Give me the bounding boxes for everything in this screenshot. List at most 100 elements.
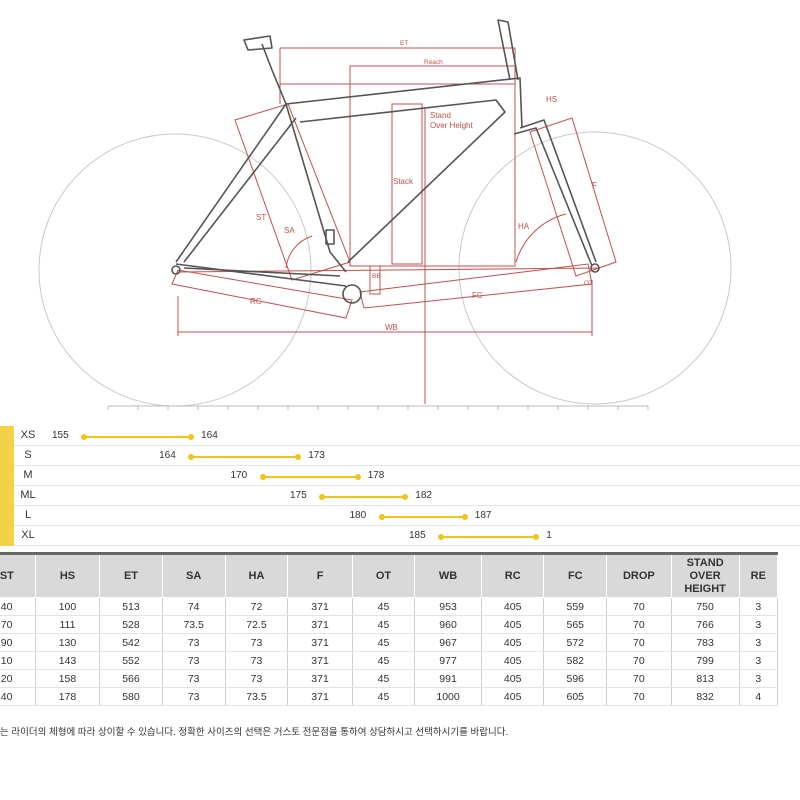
range-endpoint [461, 514, 468, 520]
size-name: L [24, 509, 32, 521]
size-name: XS [20, 429, 36, 441]
range-endpoint [402, 494, 409, 500]
row-divider [14, 525, 800, 526]
ground-scale-ticks [107, 406, 649, 410]
range-endpoint [295, 454, 302, 460]
front-wheel [458, 131, 732, 405]
table-cell: 70 [0, 615, 36, 634]
column-header: HS [34, 553, 101, 598]
table-cell: 371 [287, 651, 353, 670]
table-cell: 832 [671, 687, 740, 706]
table-cell: 70 [606, 633, 672, 652]
table-cell: 73 [162, 651, 226, 670]
column-header: FC [543, 553, 608, 598]
row-divider [14, 545, 800, 546]
table-cell: 405 [481, 687, 545, 706]
table-cell: 73 [162, 687, 226, 706]
height-range-bar [322, 496, 406, 498]
height-min-label: 180 [349, 510, 367, 521]
range-endpoint [259, 474, 266, 480]
table-cell: 3 [739, 669, 779, 688]
table-cell: 566 [99, 669, 163, 688]
height-range-bar [381, 516, 465, 518]
height-max-label: 173 [308, 450, 325, 461]
dimension-labels: ET Reach HS Stand Over Height Stack ST S… [250, 40, 597, 332]
table-cell: 90 [0, 633, 36, 652]
table-cell: 130 [35, 633, 101, 652]
table-cell: 405 [481, 615, 545, 634]
table-cell: 572 [543, 633, 608, 652]
range-endpoint [188, 454, 195, 460]
table-cell: 73.5 [162, 615, 226, 634]
height-min-label: 185 [409, 530, 426, 541]
table-cell: 73 [225, 669, 289, 688]
table-cell: 371 [287, 615, 353, 634]
height-range-bar [262, 476, 358, 478]
height-min-label: 164 [159, 450, 176, 461]
table-cell: 559 [543, 597, 608, 616]
height-max-label: 182 [415, 490, 432, 501]
label-fc: FC [472, 291, 483, 300]
height-max-label: 164 [201, 430, 218, 441]
range-endpoint [354, 474, 361, 480]
table-cell: 1000 [414, 687, 482, 706]
table-cell: 542 [99, 633, 163, 652]
table-cell: 991 [414, 669, 482, 688]
table-cell: 552 [99, 651, 163, 670]
size-row-marker [0, 446, 14, 466]
label-stand-1: Stand [430, 111, 451, 120]
table-cell: 371 [287, 687, 353, 706]
row-divider [14, 465, 800, 466]
column-header: OT [351, 553, 416, 598]
range-endpoint [378, 514, 385, 520]
column-header: ST [0, 553, 36, 598]
table-cell: 405 [481, 633, 545, 652]
table-cell: 605 [543, 687, 608, 706]
table-cell: 73 [225, 651, 289, 670]
table-cell: 72.5 [225, 615, 289, 634]
table-cell: 10 [0, 651, 36, 670]
range-endpoint [533, 534, 540, 540]
table-cell: 45 [352, 687, 416, 706]
table-cell: 582 [543, 651, 608, 670]
table-cell: 783 [671, 633, 740, 652]
size-name: S [24, 449, 32, 461]
table-cell: 405 [481, 651, 545, 670]
table-cell: 70 [606, 615, 672, 634]
table-cell: 977 [414, 651, 482, 670]
table-cell: 73 [162, 669, 226, 688]
table-cell: 70 [606, 651, 672, 670]
label-rc: RC [250, 297, 262, 306]
height-range-bar [441, 536, 537, 538]
table-cell: 100 [35, 597, 101, 616]
label-sa: SA [284, 226, 295, 235]
height-min-label: 155 [52, 430, 69, 441]
label-reach: Reach [424, 59, 443, 66]
table-cell: 45 [352, 669, 416, 688]
size-name: XL [21, 529, 35, 541]
table-cell: 3 [739, 615, 779, 634]
table-cell: 45 [352, 615, 416, 634]
label-wb: WB [385, 323, 398, 332]
column-header: F [287, 553, 353, 598]
table-cell: 40 [0, 687, 36, 706]
table-cell: 565 [543, 615, 608, 634]
size-row-marker [0, 466, 14, 486]
dimension-lines [171, 47, 617, 404]
height-min-label: 170 [230, 470, 248, 481]
height-min-label: 175 [290, 490, 307, 501]
label-f: F [592, 181, 597, 190]
table-cell: 371 [287, 633, 353, 652]
label-et: ET [400, 40, 408, 47]
table-cell: 513 [99, 597, 163, 616]
height-max-label: 178 [367, 470, 385, 481]
table-cell: 74 [162, 597, 226, 616]
column-header: SA [161, 553, 226, 598]
